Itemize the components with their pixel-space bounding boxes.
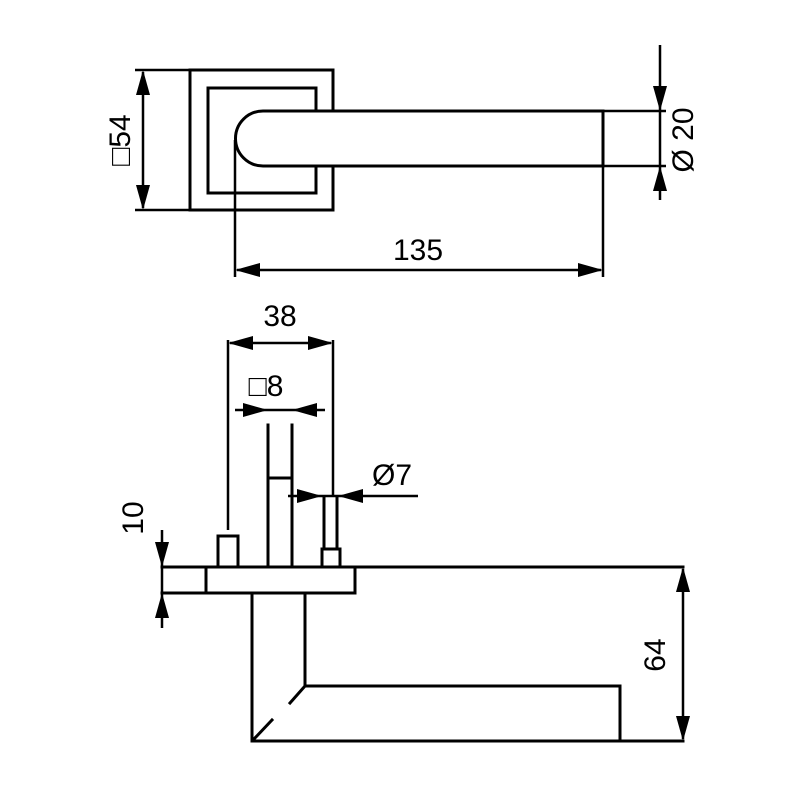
dim-rose-size: □54 <box>104 114 137 166</box>
dim-rose-thickness: 10 <box>117 501 150 534</box>
top-view: □54 Ø 20 135 <box>104 45 700 277</box>
dim-spacing: 38 <box>263 300 296 333</box>
dim-spindle: □8 <box>249 370 284 403</box>
dim-pin-diameter: Ø7 <box>372 459 412 492</box>
dim-handle-length: 135 <box>393 234 443 267</box>
lever-outer <box>250 591 685 743</box>
lever-top <box>234 109 605 168</box>
dim-handle-diameter: Ø 20 <box>667 107 700 172</box>
pin-left <box>216 534 240 569</box>
side-view: 38 □8 Ø7 10 64 <box>117 300 690 743</box>
dim-projection: 64 <box>639 638 672 671</box>
lever-inner <box>303 591 622 743</box>
pin-right <box>320 547 342 569</box>
rose-plate <box>204 565 357 595</box>
